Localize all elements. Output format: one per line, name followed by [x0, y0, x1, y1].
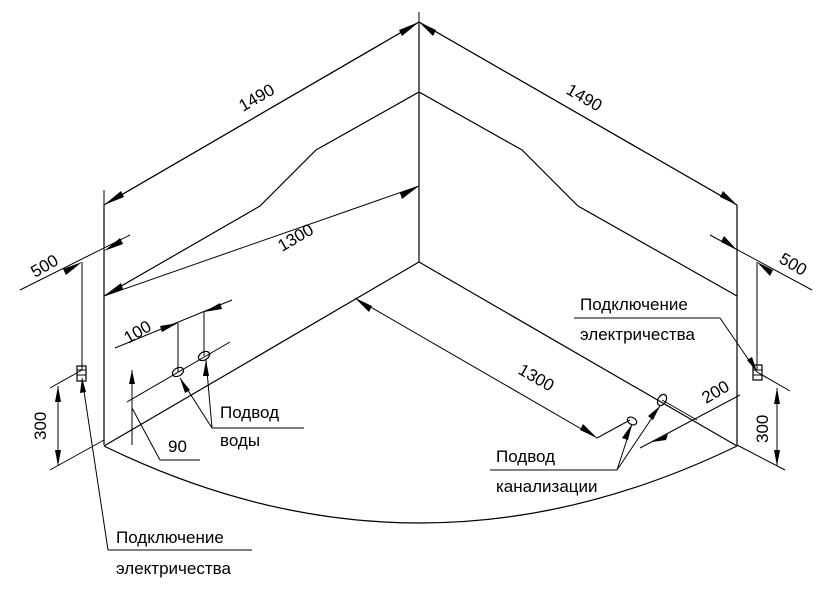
dim-text-1300-right: 1300: [515, 360, 557, 395]
arrow: [129, 370, 135, 384]
dim-1300-right: 1300: [354, 297, 631, 439]
dim-text-200: 200: [699, 377, 733, 408]
bath-rim-profile: [103, 91, 738, 297]
arrow: [104, 238, 123, 251]
water-label-1: Подвод: [220, 403, 279, 422]
dim-1300-left: 1300: [103, 185, 420, 297]
arrow: [419, 22, 436, 36]
elec-right-label-2: электричества: [580, 325, 695, 344]
dim-text-100: 100: [121, 317, 155, 348]
water-supply: 100 90 Подвод воды: [114, 299, 304, 461]
elec-left-label-2: электричества: [116, 559, 231, 578]
dim-1490-left: 1490: [103, 12, 420, 206]
dim-text-1490-left: 1490: [236, 80, 278, 115]
arrow: [747, 357, 757, 372]
arrow: [355, 298, 372, 312]
arrow: [63, 262, 82, 275]
ext-line: [49, 439, 105, 471]
right-floor-line: [418, 261, 738, 447]
socket-icon: [752, 364, 763, 381]
water-pipe-icon: [197, 350, 211, 362]
arrow: [55, 450, 61, 466]
bath-front-arc: [103, 445, 738, 524]
drain-label-1: Подвод: [496, 447, 555, 466]
elec-right: 500 300 Подключение электричества: [574, 234, 813, 471]
dim-line: [354, 297, 598, 439]
ext-line: [49, 369, 83, 389]
bath-rim: [103, 91, 738, 524]
elec-right-label-1: Подключение: [580, 295, 688, 314]
arrow: [104, 191, 124, 205]
arrow: [652, 434, 668, 442]
dim-text-300-left: 300: [31, 412, 50, 440]
arrow: [648, 406, 660, 420]
dim-text-300-right: 300: [753, 415, 772, 443]
dim-text-90: 90: [168, 437, 187, 456]
arrow: [80, 378, 86, 393]
ext-line: [756, 371, 791, 392]
arrow: [203, 360, 209, 376]
dim-text-500-right: 500: [776, 249, 810, 280]
drain-pipe-icon: [626, 416, 638, 426]
dim-text-1490-right: 1490: [563, 80, 605, 115]
arrow: [721, 236, 737, 250]
arrow: [180, 378, 190, 393]
elec-left-label-1: Подключение: [116, 528, 224, 547]
arrow: [160, 323, 178, 332]
dim-line: [418, 21, 738, 206]
dim-text-500-left: 500: [28, 251, 62, 282]
socket-icon: [76, 365, 87, 382]
arrow: [774, 450, 780, 466]
elec-left: 500 300 Подключение электричества: [19, 234, 252, 578]
dim-line: [19, 234, 131, 291]
walls: [103, 21, 738, 445]
arrow: [104, 283, 123, 296]
dim-line: [639, 394, 741, 449]
water-label-2: воды: [220, 431, 260, 450]
ext-line: [131, 407, 161, 461]
ext-line: [661, 399, 698, 421]
dim-line: [103, 21, 420, 206]
arrow: [774, 388, 780, 404]
arrow: [757, 262, 773, 276]
leader-line: [81, 377, 109, 551]
ext-line: [596, 419, 631, 439]
dim-1490-right: 1490: [418, 21, 738, 206]
drain-label-2: канализации: [496, 477, 598, 496]
arrow: [400, 186, 419, 199]
left-floor-line: [103, 261, 420, 447]
arrow: [399, 22, 419, 36]
arrow: [580, 424, 597, 438]
drain: 200 Подвод канализации: [490, 377, 741, 496]
arrow: [720, 191, 737, 205]
arrow: [55, 386, 61, 402]
arrow: [622, 424, 632, 440]
dim-line: [103, 185, 420, 297]
pipe-axis: [126, 341, 231, 403]
dim-text-1300-left: 1300: [275, 220, 317, 255]
arrow: [204, 303, 222, 312]
